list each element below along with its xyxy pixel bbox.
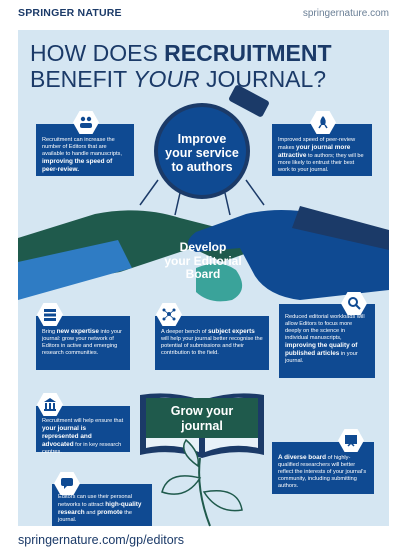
heading-line: Board xyxy=(185,267,221,281)
title-text: BENEFIT xyxy=(30,66,134,92)
institution-icon xyxy=(37,393,63,416)
card-text: A deeper bench of xyxy=(161,329,208,335)
brand-logo: SPRINGER NATURE xyxy=(18,7,122,19)
heading-grow-journal: Grow your journal xyxy=(146,404,258,434)
stack-icon xyxy=(37,303,63,326)
heading-line: Improve xyxy=(177,132,227,146)
heading-line: Develop xyxy=(179,240,227,254)
card-emphasis: promote xyxy=(97,509,123,516)
card-text: Reduced editorial workloads will allow E… xyxy=(285,314,365,341)
card-emphasis: your journal more attractive xyxy=(278,144,351,159)
card-emphasis: high-quality research xyxy=(58,501,142,516)
rocket-icon xyxy=(310,111,336,134)
card-text: Improved speed of peer-review makes xyxy=(278,137,356,151)
heading-line: your Editorial xyxy=(164,253,242,268)
heading-line: journal xyxy=(181,419,223,433)
card-speed: Improved speed of peer-review makes your… xyxy=(272,124,372,176)
card-text: Editors can use their personal networks … xyxy=(58,494,133,508)
page-title: HOW DOES RECRUITMENT BENEFIT YOUR JOURNA… xyxy=(30,40,380,92)
card-text: Recruitment can increase the number of E… xyxy=(42,137,122,157)
card-diverse-board: A diverse board of highly-qualified rese… xyxy=(272,442,374,494)
card-text: to authors; they will be more likely to … xyxy=(278,153,364,173)
heading-improve-service: Improve your service to authors xyxy=(158,132,246,174)
card-text: will help your journal better recognise … xyxy=(161,336,263,356)
title-emphasis: YOUR xyxy=(133,66,200,92)
people-icon xyxy=(73,111,99,134)
card-text: in your journal. xyxy=(285,351,358,364)
title-text: HOW DOES xyxy=(30,40,165,66)
card-emphasis: A diverse board xyxy=(278,454,327,461)
card-emphasis: subject experts xyxy=(207,328,255,335)
site-url-top[interactable]: springernature.com xyxy=(302,8,389,19)
open-book-illustration xyxy=(140,393,264,458)
title-text: JOURNAL? xyxy=(199,66,327,92)
card-text: and xyxy=(84,510,98,516)
card-emphasis: your journal is represented and advocate… xyxy=(42,425,92,448)
network-icon xyxy=(156,303,182,326)
card-text: Recruitment will help ensure that xyxy=(42,418,124,424)
heading-line: your service xyxy=(165,146,239,160)
plant-illustration xyxy=(161,438,243,527)
heading-line: to authors xyxy=(171,160,233,174)
card-text: the journal. xyxy=(58,510,133,523)
card-workloads: Reduced editorial workloads will allow E… xyxy=(279,304,375,378)
magnifier-icon xyxy=(341,292,367,315)
certificate-icon xyxy=(338,429,364,452)
card-text: of highly-qualified researchers will bet… xyxy=(278,455,367,489)
card-text: Bring xyxy=(42,329,57,335)
footer-link[interactable]: springernature.com/gp/editors xyxy=(18,533,185,547)
magnifier-illustration xyxy=(139,85,269,216)
title-emphasis: RECRUITMENT xyxy=(164,40,332,66)
chat-icon xyxy=(54,472,80,495)
card-emphasis: improving the quality of published artic… xyxy=(285,342,358,357)
card-text: into your journal: grow your network of … xyxy=(42,329,122,356)
card-subject-experts: A deeper bench of subject experts will h… xyxy=(155,316,269,370)
heading-develop-board: Develop your Editorial Board xyxy=(140,240,266,282)
handshake-illustration xyxy=(18,206,389,302)
card-emphasis: improving the speed of peer-review. xyxy=(42,158,113,173)
card-text: for in key research centres. xyxy=(42,442,122,455)
heading-line: Grow your xyxy=(170,404,234,418)
card-emphasis: new expertise xyxy=(56,328,99,335)
